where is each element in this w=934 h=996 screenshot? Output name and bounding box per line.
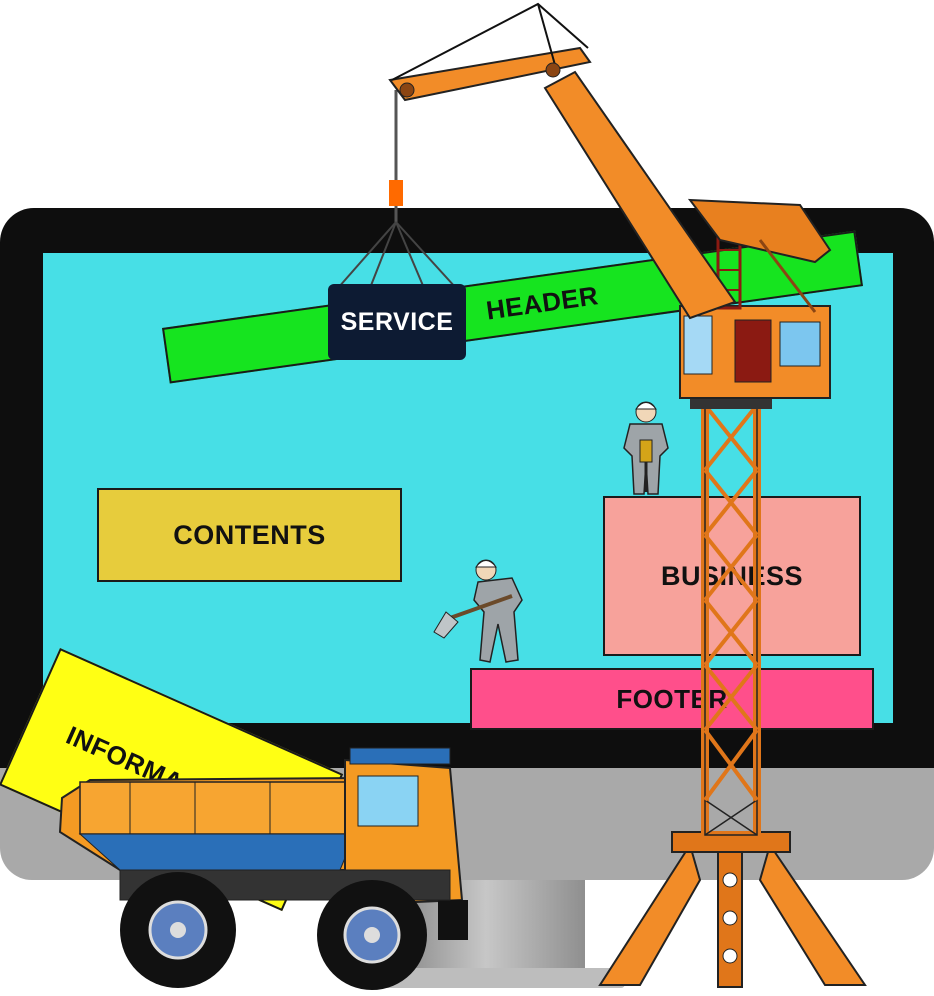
monitor-base <box>365 968 625 988</box>
contents-block: CONTENTS <box>97 488 402 582</box>
footer-block: FOOTER <box>470 668 874 730</box>
service-sign: SERVICE <box>328 284 466 360</box>
service-label: SERVICE <box>340 307 454 336</box>
contents-label: CONTENTS <box>173 519 326 550</box>
